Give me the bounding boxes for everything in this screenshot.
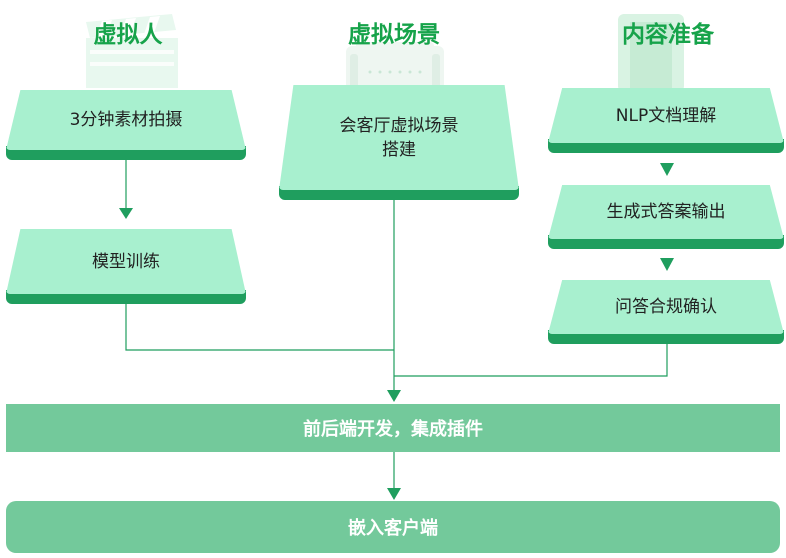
- node-compliance-check: 问答合规确认: [548, 280, 784, 344]
- node-model-training: 模型训练: [6, 229, 246, 304]
- title-virtual-scene: 虚拟场景: [348, 22, 440, 48]
- title-virtual-human: 虚拟人: [93, 22, 163, 48]
- document-icon: [618, 14, 684, 92]
- node-nlp-understanding: NLP文档理解: [548, 88, 784, 153]
- node-scene-building: 会客厅虚拟场景搭建: [279, 85, 519, 200]
- node-generative-answer: 生成式答案输出: [548, 185, 784, 249]
- title-content-prep: 内容准备: [622, 22, 714, 48]
- node-material-shooting: 3分钟素材拍摄: [6, 90, 246, 160]
- clapperboard-icon: [86, 14, 178, 88]
- band-embed-client: 嵌入客户端: [6, 501, 780, 553]
- sofa-icon: [346, 42, 444, 90]
- band-dev-integration: 前后端开发，集成插件: [6, 404, 780, 452]
